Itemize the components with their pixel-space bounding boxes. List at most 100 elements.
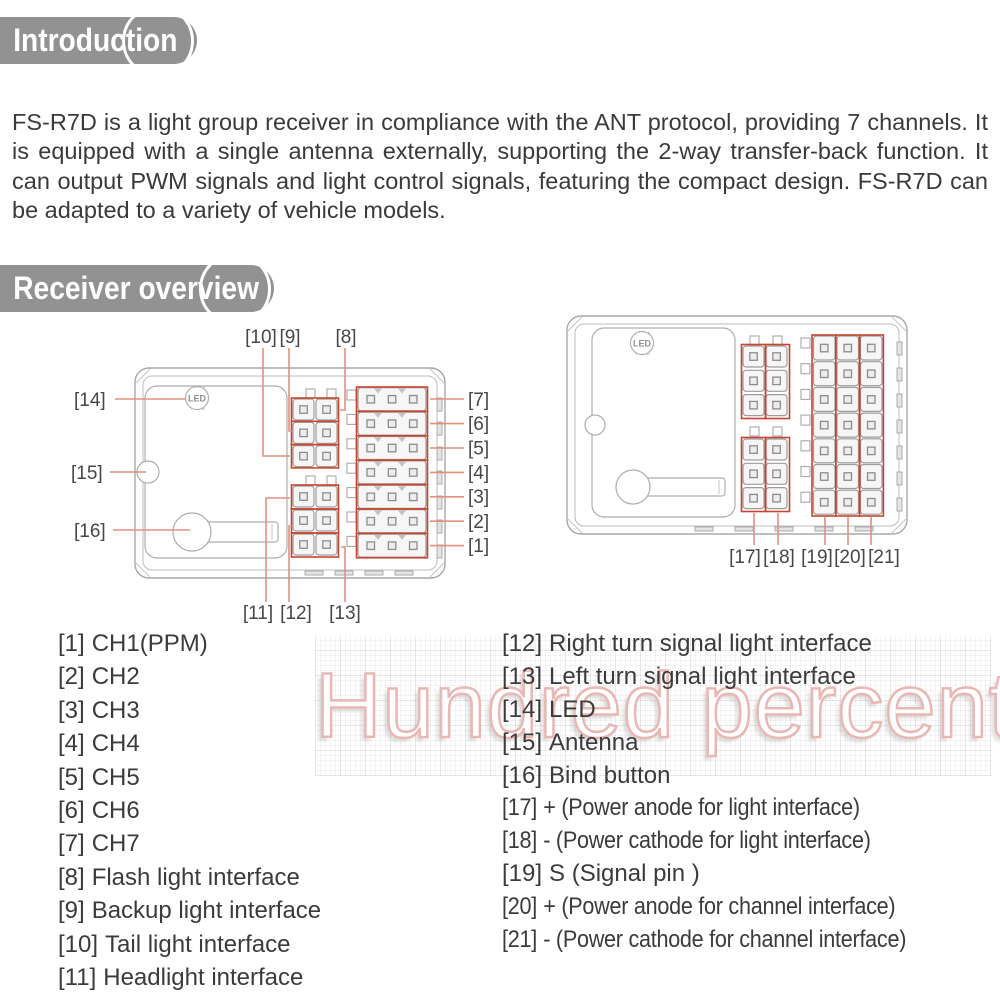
callout-10: [10] xyxy=(245,327,277,348)
legend-text: Tail light interface xyxy=(105,930,291,958)
legend-text: CH4 xyxy=(91,730,140,758)
legend-text: - (Power cathode for light interface) xyxy=(543,827,871,855)
legend-item-17: [17]+ (Power anode for light interface) xyxy=(502,792,951,825)
legend-num: [16] xyxy=(502,761,543,789)
light-interface-pin-columns xyxy=(740,335,791,513)
callout-19: [19] xyxy=(801,547,833,568)
legend-item-16: [16]Bind button xyxy=(502,760,951,793)
led-marking: LED xyxy=(633,339,652,349)
legend-num: [12] xyxy=(502,630,543,657)
legend-item-2: [2]CH2 xyxy=(58,660,321,693)
legend-text: S (Signal pin ) xyxy=(549,860,700,888)
legend-num: [8] xyxy=(58,863,85,891)
callout-7: [7] xyxy=(468,390,489,411)
legend-num: [17] xyxy=(502,794,537,822)
legend-item-15: [15]Antenna xyxy=(502,727,951,760)
legend-text: Flash light interface xyxy=(91,863,300,891)
legend-item-3: [3]CH3 xyxy=(58,694,321,727)
led-marking: LED xyxy=(188,394,207,404)
legend-num: [20] xyxy=(502,893,537,921)
legend-item-12: [12]Right turn signal light interface xyxy=(502,628,951,661)
legend-item-20: [20]+ (Power anode for channel interface… xyxy=(502,891,951,924)
legend-text: CH5 xyxy=(91,763,140,791)
callout-3: [3] xyxy=(468,487,489,508)
callout-13: [13] xyxy=(329,603,361,624)
leader-lines xyxy=(110,348,464,602)
receiver-top-view-diagram: LED xyxy=(71,327,489,624)
legend-item-7: [7]CH7 xyxy=(58,827,321,860)
receiver-overview-section-badge: Receiver overview xyxy=(0,265,274,312)
callout-5: [5] xyxy=(468,439,489,460)
callout-labels: [17] [18] [19] [20] [21] xyxy=(729,547,900,568)
legend-item-14: [14]LED xyxy=(502,694,951,727)
callout-18: [18] xyxy=(763,547,795,568)
receiver-pin-view-diagram: LED xyxy=(566,315,908,568)
callout-20: [20] xyxy=(834,547,866,568)
leader-lines xyxy=(753,513,872,545)
legend-column-right: [12]Right turn signal light interface [1… xyxy=(502,628,951,957)
legend-item-10: [10]Tail light interface xyxy=(58,928,321,961)
callout-12: [12] xyxy=(280,603,312,624)
bind-button xyxy=(172,512,279,552)
legend-text: CH3 xyxy=(91,696,140,724)
legend-item-6: [6]CH6 xyxy=(58,794,321,827)
legend-text: + (Power anode for channel interface) xyxy=(543,893,896,921)
introduction-paragraph: FS-R7D is a light group receiver in comp… xyxy=(12,108,988,224)
legend-text: LED xyxy=(549,695,596,723)
legend-text: Backup light interface xyxy=(91,897,322,925)
antenna-notch xyxy=(584,414,606,436)
callout-17: [17] xyxy=(729,547,761,568)
legend-text: CH1(PPM) xyxy=(91,630,208,657)
legend-num: [14] xyxy=(502,695,543,723)
legend-num: [18] xyxy=(502,827,537,855)
bind-button xyxy=(615,469,726,505)
legend-item-4: [4]CH4 xyxy=(58,727,321,760)
callout-6: [6] xyxy=(468,414,489,435)
legend-item-8: [8]Flash light interface xyxy=(58,861,321,894)
legend-text: + (Power anode for light interface) xyxy=(543,794,860,822)
legend-num: [9] xyxy=(58,897,85,925)
legend-item-9: [9]Backup light interface xyxy=(58,894,321,927)
legend-num: [6] xyxy=(58,796,85,824)
legend-text: CH2 xyxy=(91,663,140,691)
watermark-text: Hundred percent xyxy=(314,654,1000,759)
legend-text: Headlight interface xyxy=(103,963,304,991)
receiver-overview-title: Receiver overview xyxy=(13,270,259,306)
watermark-grid: Hundred percent xyxy=(314,636,1000,776)
callout-21: [21] xyxy=(868,547,900,568)
legend-num: [5] xyxy=(58,763,85,791)
legend-item-19: [19]S (Signal pin ) xyxy=(502,858,951,891)
legend-text: CH6 xyxy=(91,796,140,824)
introduction-section-badge: Introduction xyxy=(0,17,197,64)
callout-16: [16] xyxy=(74,521,106,542)
legend-item-18: [18]- (Power cathode for light interface… xyxy=(502,825,951,858)
callout-1: [1] xyxy=(468,536,489,557)
legend-num: [19] xyxy=(502,860,543,888)
led-indicator: LED xyxy=(629,330,655,356)
legend-num: [7] xyxy=(58,830,85,858)
legend-num: [10] xyxy=(58,930,99,958)
callout-8: [8] xyxy=(335,327,356,348)
legend-item-11: [11]Headlight interface xyxy=(58,961,321,994)
legend-num: [21] xyxy=(502,926,537,954)
receiver-inner-panel xyxy=(584,327,736,518)
callout-14: [14] xyxy=(74,390,106,411)
receiver-inner-panel xyxy=(136,385,288,559)
channel-pin-columns xyxy=(800,334,885,517)
led-indicator: LED xyxy=(184,385,210,411)
legend-num: [4] xyxy=(58,730,85,758)
legend-num: [15] xyxy=(502,728,543,756)
legend-text: - (Power cathode for channel interface) xyxy=(543,926,907,954)
callout-11: [11] xyxy=(243,603,273,624)
legend-item-13: [13]Left turn signal light interface xyxy=(502,661,951,694)
callout-2: [2] xyxy=(468,512,489,533)
legend-num: [2] xyxy=(58,663,85,691)
callout-15: [15] xyxy=(71,463,103,484)
legend-text: CH7 xyxy=(91,830,140,858)
callout-9: [9] xyxy=(279,327,300,348)
legend-num: [11] xyxy=(58,963,97,991)
legend-text: Bind button xyxy=(549,761,671,789)
introduction-title: Introduction xyxy=(13,22,178,58)
callout-4: [4] xyxy=(468,463,489,484)
